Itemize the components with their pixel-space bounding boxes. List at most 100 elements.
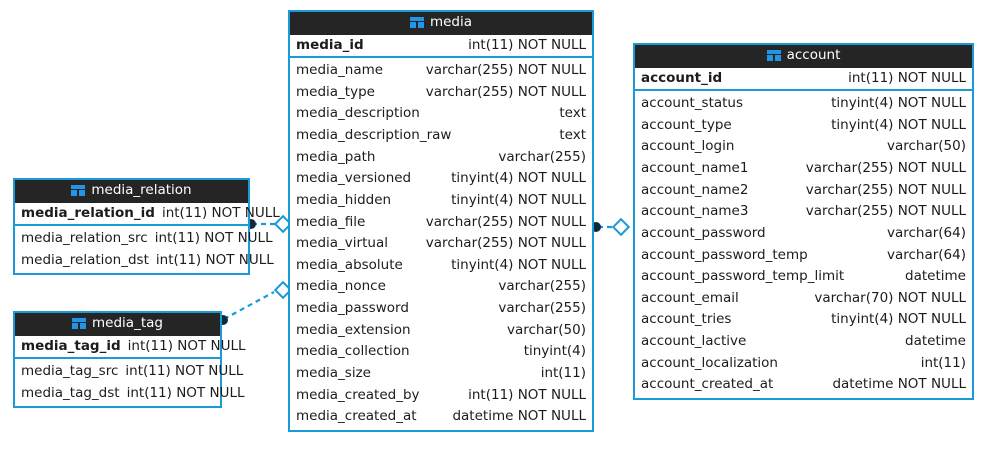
entity-title: media bbox=[429, 14, 473, 30]
column-row: media_path varchar(255) bbox=[290, 147, 592, 169]
column-row: media_description_raw text bbox=[290, 125, 592, 147]
relationship-media_tag-media[interactable] bbox=[218, 280, 293, 325]
column-row: media_type varchar(255) NOT NULL bbox=[290, 82, 592, 104]
column-name: media_file bbox=[296, 213, 366, 230]
column-name: media_size bbox=[296, 364, 371, 381]
column-name: account_name3 bbox=[641, 203, 749, 220]
entity-account[interactable]: account account_id int(11) NOT NULL acco… bbox=[633, 43, 974, 400]
column-type: varchar(255) NOT NULL bbox=[425, 83, 586, 100]
column-row: media_password varchar(255) bbox=[290, 298, 592, 320]
column-name: media_absolute bbox=[296, 256, 403, 273]
column-name: media_description_raw bbox=[296, 127, 452, 143]
column-name: media_tag_dst bbox=[21, 384, 120, 401]
column-type: varchar(255) NOT NULL bbox=[425, 235, 586, 252]
column-type: tinyint(4) NOT NULL bbox=[831, 116, 966, 133]
column-type: tinyint(4) NOT NULL bbox=[451, 256, 586, 273]
column-type: varchar(255) NOT NULL bbox=[805, 160, 966, 176]
column-name: media_created_at bbox=[296, 408, 417, 425]
entity-media[interactable]: media media_id int(11) NOT NULL media_na… bbox=[288, 10, 594, 432]
primary-key-row: media_id int(11) NOT NULL bbox=[290, 35, 592, 59]
table-icon bbox=[72, 318, 87, 330]
primary-key-row: media_tag_id int(11) NOT NULL bbox=[15, 336, 246, 360]
column-type: tinyint(4) NOT NULL bbox=[451, 191, 586, 208]
column-type: tinyint(4) NOT NULL bbox=[831, 95, 966, 112]
column-name: media_description bbox=[296, 105, 420, 122]
column-name: media_type bbox=[296, 83, 375, 100]
column-name: media_extension bbox=[296, 321, 411, 338]
column-name: account_tries bbox=[641, 311, 732, 328]
column-type: int(11) NOT NULL bbox=[127, 337, 246, 354]
table-icon bbox=[766, 50, 781, 62]
column-name: account_status bbox=[641, 95, 744, 112]
column-name: account_password bbox=[641, 224, 766, 241]
column-name: account_created_at bbox=[641, 376, 774, 393]
entity-title: media_relation bbox=[91, 182, 192, 198]
column-name: account_password_temp_limit bbox=[641, 268, 845, 285]
column-type: text bbox=[559, 127, 586, 143]
column-type: datetime NOT NULL bbox=[452, 408, 586, 425]
column-list: media_relation_src int(11) NOT NULL media… bbox=[15, 226, 274, 273]
column-name: account_email bbox=[641, 289, 739, 306]
entity-title: media_tag bbox=[92, 315, 163, 331]
column-row: account_status tinyint(4) NOT NULL bbox=[635, 93, 972, 115]
relationship-line bbox=[223, 291, 275, 320]
column-type: tinyint(4) NOT NULL bbox=[451, 170, 586, 187]
column-name: account_login bbox=[641, 138, 735, 155]
column-type: varchar(255) bbox=[498, 148, 586, 165]
column-row: account_password varchar(64) bbox=[635, 223, 972, 245]
column-type: varchar(255) NOT NULL bbox=[425, 213, 586, 230]
column-row: media_relation_src int(11) NOT NULL bbox=[15, 228, 273, 250]
column-type: tinyint(4) NOT NULL bbox=[831, 311, 966, 328]
column-type: int(11) NOT NULL bbox=[468, 386, 586, 403]
column-name: media_path bbox=[296, 148, 376, 165]
column-name: media_relation_id bbox=[21, 204, 155, 221]
column-type: varchar(255) NOT NULL bbox=[425, 62, 586, 79]
column-name: media_relation_src bbox=[21, 230, 148, 247]
column-type: int(11) NOT NULL bbox=[125, 363, 244, 380]
column-row: media_file varchar(255) NOT NULL bbox=[290, 212, 592, 234]
entity-media_relation[interactable]: media_relation media_relation_id int(11)… bbox=[13, 178, 280, 276]
entity-header-media: media bbox=[290, 12, 592, 35]
column-name: media_password bbox=[296, 300, 409, 316]
diamond-marker bbox=[611, 217, 631, 237]
column-name: media_collection bbox=[296, 343, 410, 360]
entity-header-account: account bbox=[635, 45, 972, 68]
column-row: account_created_at datetime NOT NULL bbox=[635, 374, 972, 396]
column-row: account_type tinyint(4) NOT NULL bbox=[635, 115, 972, 137]
column-name: account_name1 bbox=[641, 160, 749, 176]
column-type: int(11) NOT NULL bbox=[155, 251, 274, 268]
column-name: account_type bbox=[641, 116, 732, 133]
column-type: varchar(255) bbox=[498, 300, 586, 316]
column-type: varchar(255) bbox=[498, 278, 586, 295]
column-row: media_created_at datetime NOT NULL bbox=[290, 406, 592, 428]
primary-key-row: media_relation_id int(11) NOT NULL bbox=[15, 203, 280, 227]
column-row: account_tries tinyint(4) NOT NULL bbox=[635, 309, 972, 331]
column-type: int(11) bbox=[540, 364, 586, 381]
relationship-media-account[interactable] bbox=[591, 217, 631, 237]
column-type: int(11) NOT NULL bbox=[154, 230, 273, 247]
column-type: int(11) NOT NULL bbox=[126, 384, 245, 401]
entity-media_tag[interactable]: media_tag media_tag_id int(11) NOT NULL … bbox=[13, 311, 246, 409]
column-name: media_created_by bbox=[296, 386, 420, 403]
column-type: varchar(64) bbox=[886, 224, 966, 241]
column-row: media_created_by int(11) NOT NULL bbox=[290, 385, 592, 407]
entity-header-media_tag: media_tag bbox=[15, 313, 220, 336]
column-name: account_localization bbox=[641, 354, 778, 371]
entity-header-media_relation: media_relation bbox=[15, 180, 248, 203]
column-type: datetime NOT NULL bbox=[832, 376, 966, 393]
